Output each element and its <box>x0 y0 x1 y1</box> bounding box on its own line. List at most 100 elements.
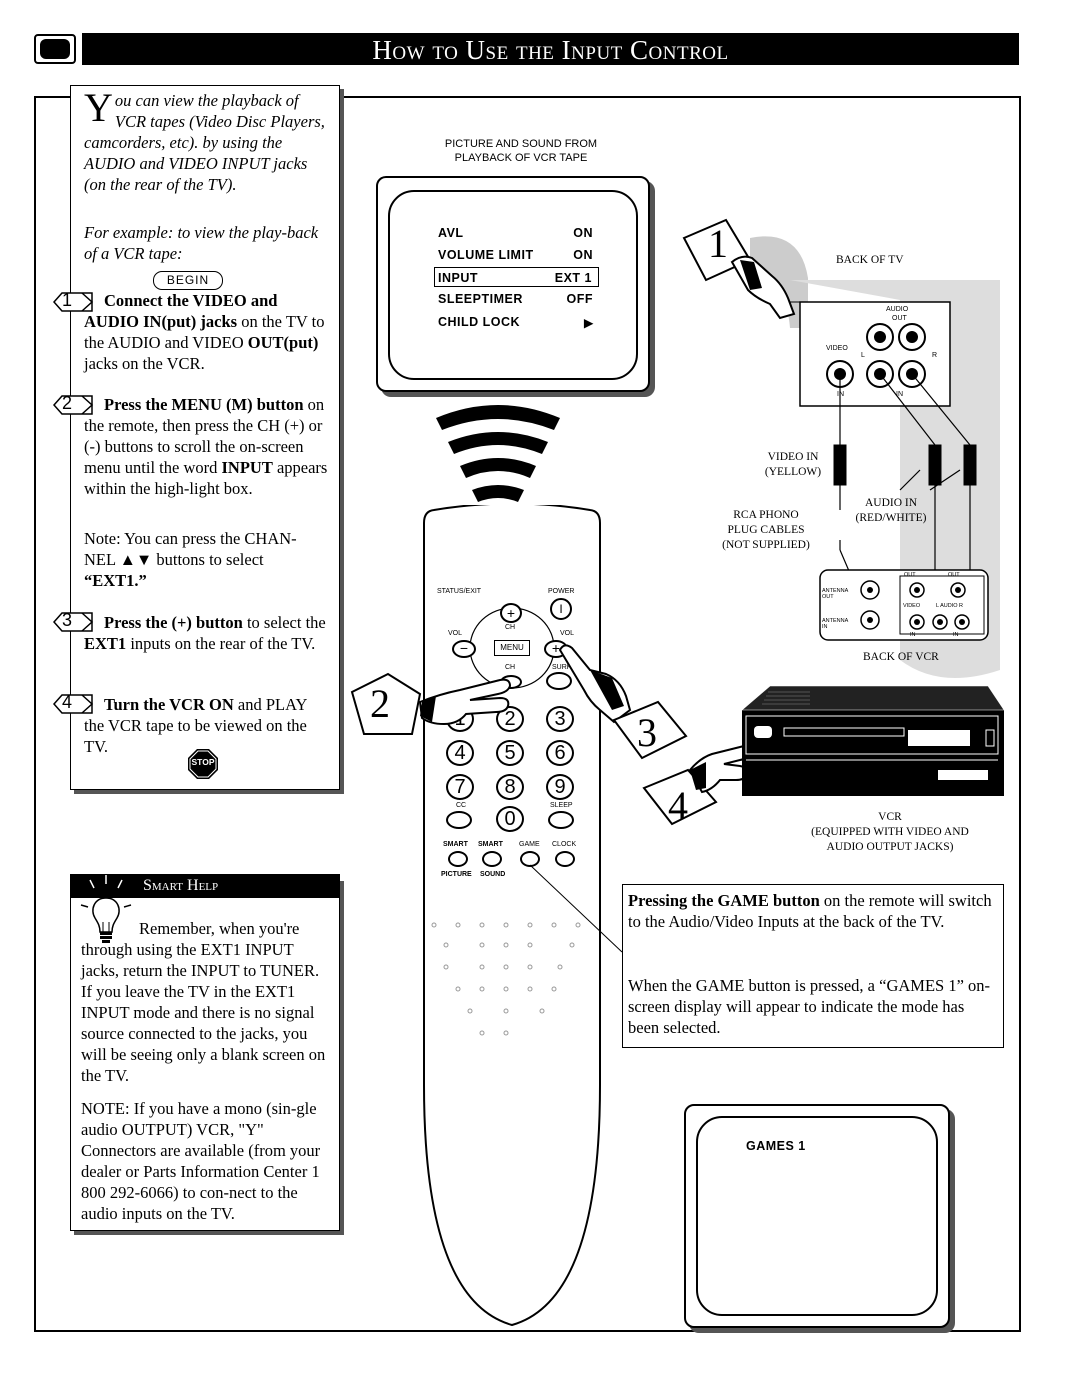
in-right-label: IN <box>896 391 903 398</box>
game-pointer-line <box>529 864 623 953</box>
tv-screen <box>388 190 638 380</box>
video-label: VIDEO <box>826 345 848 352</box>
vcr-unit <box>741 685 1005 796</box>
smart-picture-button[interactable] <box>448 851 468 867</box>
sound-label: SOUND <box>480 871 506 878</box>
game-explanation-text: Pressing the GAME button on the remote w… <box>628 891 992 931</box>
power-label: POWER <box>548 588 575 595</box>
smart-help-text: Remember, when you're through using the … <box>81 919 326 1085</box>
step-1-number: 1 <box>62 290 73 310</box>
vcr-in-label-2: IN <box>953 632 959 638</box>
picture-label: PICTURE <box>441 871 472 878</box>
page-title: How to Use the Input Control <box>82 33 1019 65</box>
intro-text: ou can view the playback of VCR tapes (V… <box>84 91 325 194</box>
page-frame <box>34 96 1021 1332</box>
key-5-button[interactable]: 5 <box>496 740 524 766</box>
clock-button[interactable] <box>555 851 575 867</box>
step-1-arrow-icon <box>52 292 94 312</box>
smart-sound-button[interactable] <box>482 851 502 867</box>
step-4-text: Turn the VCR ON and PLAY the VCR tape to… <box>84 695 307 756</box>
begin-label: BEGIN <box>153 271 223 290</box>
smart-help-note: NOTE: If you have a mono (sin-gle audio … <box>81 1099 321 1223</box>
step-4-hand-icon <box>642 744 754 826</box>
power-button[interactable]: I <box>550 598 572 620</box>
smart-help-title: Smart Help <box>70 874 340 898</box>
menu-button[interactable]: MENU <box>494 640 530 656</box>
step-1-text: Connect the VIDEO and AUDIO IN(put) jack… <box>84 291 325 373</box>
game-explanation-text-2: When the GAME button is pressed, a “GAME… <box>628 976 991 1037</box>
stop-sign-icon <box>188 749 218 779</box>
games-display-text: GAMES 1 <box>746 1139 806 1153</box>
step-2-arrow-icon <box>52 395 94 415</box>
status-exit-label: STATUS/EXIT <box>437 588 482 595</box>
audio-in-caption: AUDIO IN(RED/WHITE) <box>855 497 927 524</box>
step-4-number: 4 <box>62 692 73 712</box>
tv-icon <box>34 34 76 64</box>
cc-label: CC <box>456 802 467 809</box>
sleep-label: SLEEP <box>550 802 573 809</box>
step-4-marker: 4 <box>668 783 688 828</box>
step-2-marker: 2 <box>370 681 390 726</box>
key-9-button[interactable]: 9 <box>546 774 574 800</box>
back-of-tv-title: BACK OF TV <box>836 254 904 266</box>
step-3-marker: 3 <box>637 710 657 755</box>
ch-up-button[interactable]: + <box>500 603 522 623</box>
key-7-button[interactable]: 7 <box>446 774 474 800</box>
game-explanation-box <box>622 884 1004 1048</box>
key-3-button[interactable]: 3 <box>546 706 574 732</box>
note-text: Note: You can press the CHAN-NEL ▲▼ butt… <box>84 529 297 590</box>
vcr-out-label-2: OUT <box>948 572 960 578</box>
stop-label: STOP <box>191 757 215 767</box>
r-label: R <box>932 352 938 359</box>
audio-out-label: AUDIO <box>886 306 909 313</box>
ch-label-bottom: CH <box>505 664 516 671</box>
menu-row-child-lock: CHILD LOCK▶ <box>438 315 594 330</box>
vol-left-label: VOL <box>448 630 463 637</box>
step-3-hand-icon <box>558 644 688 760</box>
key-8-button[interactable]: 8 <box>496 774 524 800</box>
game-label: GAME <box>519 841 540 848</box>
vcr-in-label-1: IN <box>910 632 916 638</box>
out-label: OUT <box>892 315 907 322</box>
smart-picture-label: SMART <box>443 841 468 848</box>
step-4-arrow-icon <box>52 694 94 714</box>
instruction-box <box>70 85 340 790</box>
vcr-video-label: VIDEO <box>903 603 921 609</box>
step-2-text: Press the MENU (M) button on the remote,… <box>84 395 328 498</box>
clock-label: CLOCK <box>552 841 577 848</box>
key-4-button[interactable]: 4 <box>446 740 474 766</box>
key-6-button[interactable]: 6 <box>546 740 574 766</box>
sleep-button[interactable] <box>548 811 574 829</box>
step-1-hand-icon <box>682 218 808 328</box>
step-3-text: Press the (+) button to select the EXT1 … <box>84 613 326 653</box>
step-3-arrow-icon <box>52 612 94 632</box>
antenna-in-label: ANTENNA IN <box>822 618 848 630</box>
vcr-audio-label: L AUDIO R <box>936 603 963 609</box>
vol-right-label: VOL <box>560 630 575 637</box>
surf-label: SURF <box>552 664 572 671</box>
vol-down-button[interactable]: − <box>452 640 476 658</box>
lightbulb-icon <box>80 875 132 943</box>
key-0-button[interactable]: 0 <box>496 806 524 832</box>
smart-help-box <box>70 877 340 1231</box>
example-text: For example: to view the play-back of a … <box>84 223 319 263</box>
l-label: L <box>861 352 865 359</box>
cc-button[interactable] <box>446 811 472 829</box>
step-2-number: 2 <box>62 393 73 413</box>
step-2-hand-icon <box>350 672 512 735</box>
connection-diagram <box>790 280 1000 678</box>
in-left-label: IN <box>837 391 844 398</box>
smart-sound-label: SMART <box>478 841 503 848</box>
step-1-marker: 1 <box>708 221 728 266</box>
surf-button[interactable] <box>546 672 572 690</box>
video-in-caption: VIDEO IN(YELLOW) <box>764 451 822 478</box>
game-button[interactable] <box>520 851 540 867</box>
